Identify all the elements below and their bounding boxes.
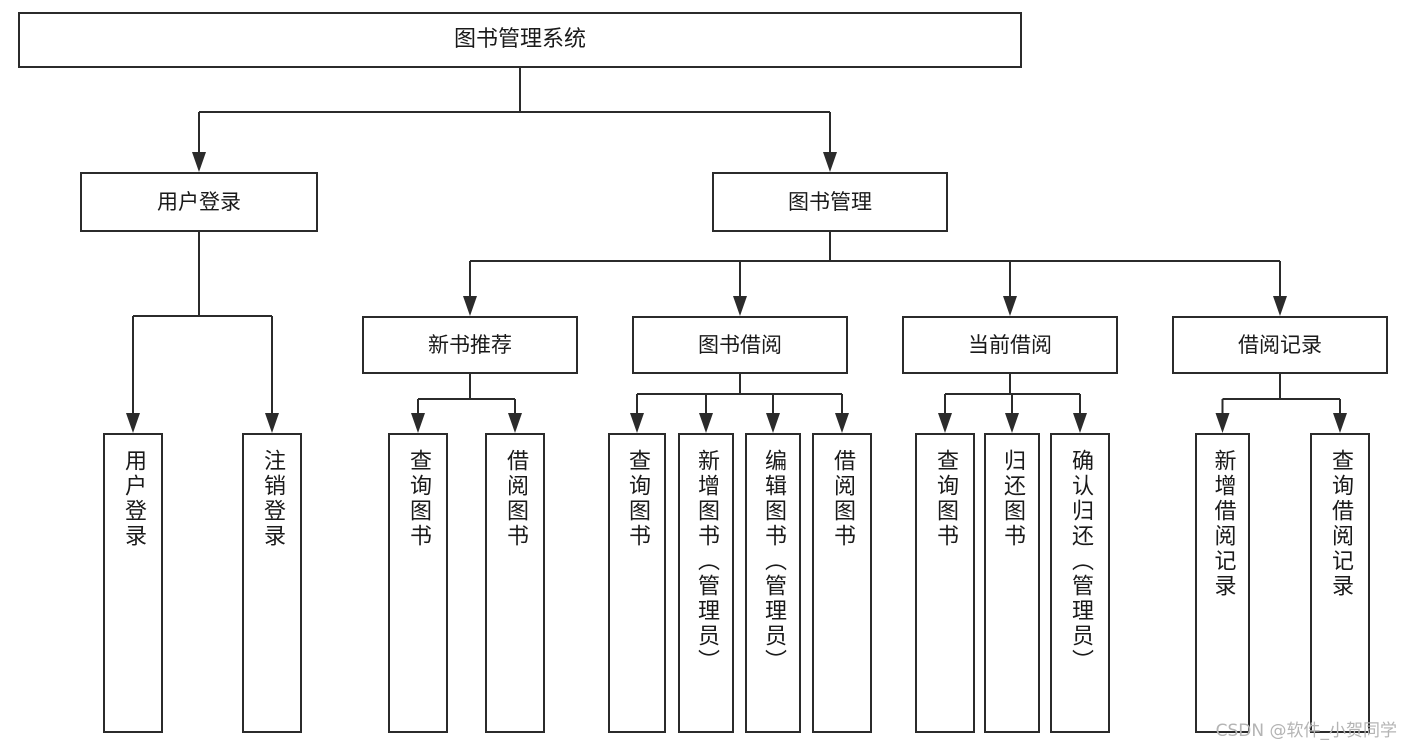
- diagram-node-current[interactable]: 当前借阅: [902, 316, 1118, 374]
- diagram-node-label: 查询图书: [406, 449, 431, 549]
- diagram-node-label: 编辑图书（管理员）: [761, 449, 786, 674]
- diagram-node-l_bw_edit[interactable]: 编辑图书（管理员）: [745, 433, 801, 733]
- diagram-node-label: 图书管理系统: [453, 27, 586, 53]
- diagram-node-l_userlogin[interactable]: 用户登录: [103, 433, 163, 733]
- diagram-node-label: 新增借阅记录: [1210, 449, 1236, 599]
- diagram-node-label: 注销登录: [260, 449, 285, 549]
- diagram-node-newbook[interactable]: 新书推荐: [362, 316, 578, 374]
- diagram-node-l_nb_query[interactable]: 查询图书: [388, 433, 448, 733]
- diagram-node-l_cu_return[interactable]: 归还图书: [984, 433, 1040, 733]
- diagram-node-root[interactable]: 图书管理系统: [18, 12, 1022, 68]
- diagram-node-l_nb_borrow[interactable]: 借阅图书: [485, 433, 545, 733]
- diagram-node-label: 查询图书: [933, 449, 958, 549]
- diagram-node-label: 新增图书（管理员）: [694, 449, 719, 674]
- diagram-node-bookmgmt[interactable]: 图书管理: [712, 172, 948, 232]
- diagram-node-label: 新书推荐: [428, 332, 512, 357]
- diagram-node-borrow[interactable]: 图书借阅: [632, 316, 848, 374]
- diagram-node-login[interactable]: 用户登录: [80, 172, 318, 232]
- diagram-node-label: 当前借阅: [968, 332, 1052, 357]
- diagram-node-l_rc_query[interactable]: 查询借阅记录: [1310, 433, 1370, 733]
- diagram-node-label: 借阅图书: [503, 449, 528, 549]
- diagram-node-l_rc_add[interactable]: 新增借阅记录: [1195, 433, 1250, 733]
- diagram-node-label: 图书借阅: [698, 332, 782, 357]
- diagram-node-label: 归还图书: [1000, 449, 1025, 549]
- diagram-node-label: 确认归还（管理员）: [1068, 449, 1093, 674]
- diagram-node-label: 查询借阅记录: [1328, 449, 1353, 599]
- diagram-node-label: 用户登录: [121, 449, 146, 549]
- diagram-node-label: 借阅图书: [830, 449, 855, 549]
- watermark-label: CSDN @软件_小贺同学: [1215, 721, 1397, 741]
- diagram-node-label: 用户登录: [157, 189, 241, 214]
- diagram-node-l_bw_borrow[interactable]: 借阅图书: [812, 433, 872, 733]
- diagram-node-l_cu_conf[interactable]: 确认归还（管理员）: [1050, 433, 1110, 733]
- diagram-node-l_bw_add[interactable]: 新增图书（管理员）: [678, 433, 734, 733]
- diagram-node-l_logout[interactable]: 注销登录: [242, 433, 302, 733]
- diagram-node-label: 查询图书: [625, 449, 650, 549]
- diagram-node-label: 借阅记录: [1238, 332, 1322, 357]
- diagram-node-label: 图书管理: [788, 189, 872, 214]
- diagram-node-records[interactable]: 借阅记录: [1172, 316, 1388, 374]
- diagram-node-l_cu_query[interactable]: 查询图书: [915, 433, 975, 733]
- diagram-node-l_bw_query[interactable]: 查询图书: [608, 433, 666, 733]
